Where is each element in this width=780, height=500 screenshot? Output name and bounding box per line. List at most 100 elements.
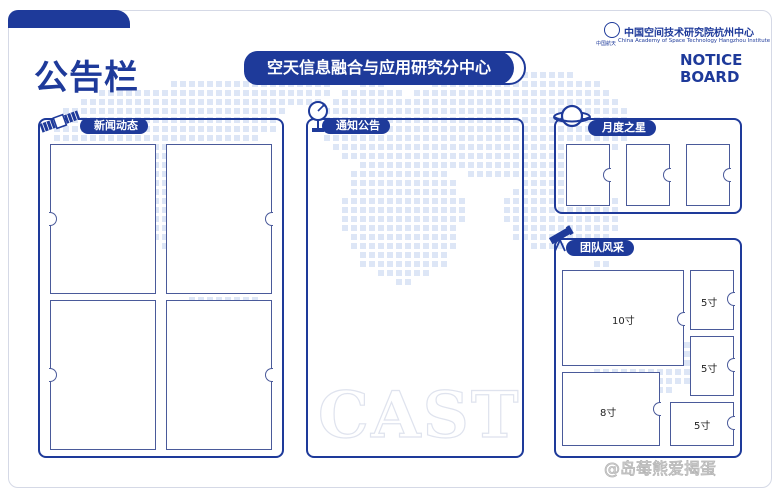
map-dot: [360, 225, 366, 231]
map-dot: [504, 171, 510, 177]
map-dot: [351, 216, 357, 222]
map-dot: [405, 261, 411, 267]
map-dot: [522, 162, 528, 168]
map-dot: [432, 207, 438, 213]
map-dot: [90, 99, 96, 105]
org-logo: 中国航天 中国空间技术研究院杭州中心 China Academy of Spac…: [596, 20, 772, 50]
map-dot: [486, 171, 492, 177]
map-dot: [459, 135, 465, 141]
map-dot: [423, 270, 429, 276]
map-dot: [126, 108, 132, 114]
map-dot: [432, 153, 438, 159]
map-dot: [387, 243, 393, 249]
map-dot: [180, 135, 186, 141]
map-dot: [369, 216, 375, 222]
map-dot: [549, 126, 555, 132]
map-dot: [504, 162, 510, 168]
map-dot: [441, 126, 447, 132]
map-dot: [351, 180, 357, 186]
map-dot: [63, 108, 69, 114]
map-dot: [414, 198, 420, 204]
map-dot: [567, 126, 573, 132]
map-dot: [369, 135, 375, 141]
map-dot: [414, 261, 420, 267]
map-dot: [450, 198, 456, 204]
map-dot: [414, 171, 420, 177]
map-dot: [360, 135, 366, 141]
map-dot: [567, 234, 573, 240]
map-dot: [99, 135, 105, 141]
map-dot: [459, 144, 465, 150]
map-dot: [594, 135, 600, 141]
map-dot: [423, 135, 429, 141]
map-dot: [432, 171, 438, 177]
map-dot: [333, 108, 339, 114]
map-dot: [180, 99, 186, 105]
map-dot: [189, 108, 195, 114]
map-dot: [459, 126, 465, 132]
map-dot: [405, 279, 411, 285]
announcements-label: 通知公告: [322, 118, 390, 134]
map-dot: [414, 252, 420, 258]
map-dot: [558, 108, 564, 114]
map-dot: [405, 117, 411, 123]
map-dot: [486, 153, 492, 159]
map-dot: [423, 153, 429, 159]
map-dot: [441, 180, 447, 186]
map-dot: [108, 99, 114, 105]
map-dot: [612, 216, 618, 222]
map-dot: [369, 162, 375, 168]
map-dot: [360, 198, 366, 204]
map-dot: [153, 207, 159, 213]
map-dot: [441, 198, 447, 204]
map-dot: [558, 189, 564, 195]
map-dot: [531, 135, 537, 141]
map-dot: [432, 135, 438, 141]
map-dot: [531, 216, 537, 222]
map-dot: [414, 243, 420, 249]
map-dot: [441, 99, 447, 105]
map-dot: [423, 144, 429, 150]
map-dot: [405, 216, 411, 222]
map-dot: [180, 117, 186, 123]
map-dot: [432, 144, 438, 150]
map-dot: [162, 189, 168, 195]
map-dot: [378, 171, 384, 177]
map-dot: [441, 234, 447, 240]
map-dot: [477, 162, 483, 168]
map-dot: [495, 144, 501, 150]
map-dot: [441, 189, 447, 195]
map-dot: [306, 99, 312, 105]
map-dot: [441, 216, 447, 222]
map-dot: [432, 252, 438, 258]
map-dot: [342, 216, 348, 222]
map-dot: [414, 90, 420, 96]
map-dot: [369, 252, 375, 258]
map-dot: [540, 126, 546, 132]
map-dot: [342, 225, 348, 231]
map-dot: [585, 225, 591, 231]
map-dot: [567, 216, 573, 222]
map-dot: [63, 126, 69, 132]
map-dot: [378, 225, 384, 231]
map-dot: [468, 153, 474, 159]
map-dot: [153, 117, 159, 123]
map-dot: [414, 207, 420, 213]
map-dot: [198, 126, 204, 132]
map-dot: [540, 189, 546, 195]
map-dot: [459, 117, 465, 123]
map-dot: [378, 252, 384, 258]
map-dot: [477, 171, 483, 177]
map-dot: [432, 90, 438, 96]
map-dot: [513, 144, 519, 150]
map-dot: [549, 189, 555, 195]
map-dot: [378, 234, 384, 240]
map-dot: [522, 144, 528, 150]
map-dot: [558, 162, 564, 168]
map-dot: [531, 207, 537, 213]
map-dot: [81, 108, 87, 114]
map-dot: [486, 162, 492, 168]
map-dot: [387, 189, 393, 195]
map-dot: [477, 126, 483, 132]
map-dot: [351, 144, 357, 150]
